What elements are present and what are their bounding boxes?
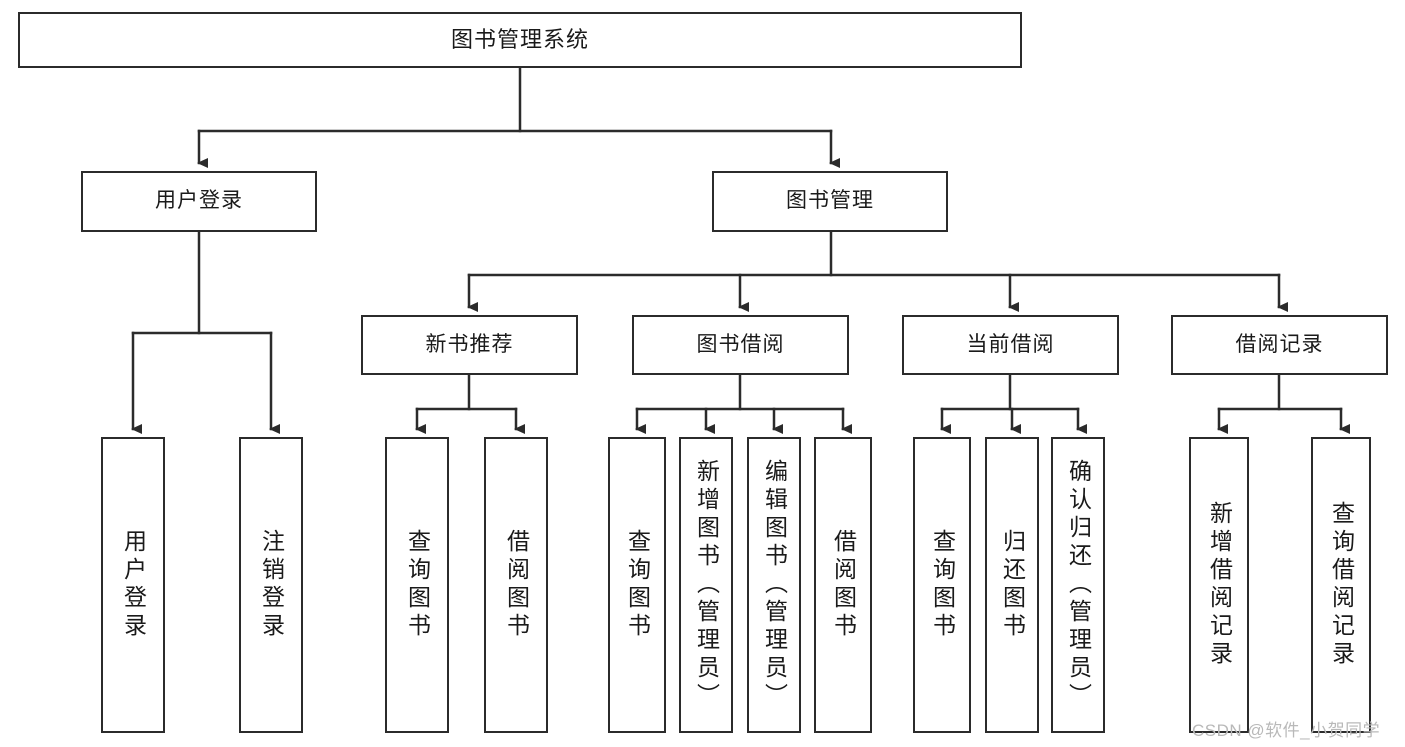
node-leaf-query-books-newbook[interactable]: 查询图书 <box>385 437 449 733</box>
node-leaf-borrow-books[interactable]: 借阅图书 <box>814 437 872 733</box>
node-leaf-user-login[interactable]: 用户登录 <box>101 437 165 733</box>
node-user-login[interactable]: 用户登录 <box>81 171 317 232</box>
node-leaf-borrow-books-newbook[interactable]: 借阅图书 <box>484 437 548 733</box>
node-label: 当前借阅 <box>966 332 1055 356</box>
node-leaf-query-books-borrow[interactable]: 查询图书 <box>608 437 666 733</box>
node-label: 查询借阅记录 <box>1328 501 1355 669</box>
csdn-watermark: CSDN @软件_小贺同学 <box>1192 721 1381 740</box>
node-leaf-return-books[interactable]: 归还图书 <box>985 437 1039 733</box>
node-root-book-management-system[interactable]: 图书管理系统 <box>18 12 1022 68</box>
node-leaf-query-borrow-record[interactable]: 查询借阅记录 <box>1311 437 1371 733</box>
node-book-borrowing[interactable]: 图书借阅 <box>632 315 849 375</box>
node-label: 新书推荐 <box>425 332 514 356</box>
node-label: 查询图书 <box>929 529 956 641</box>
node-label: 确认归还（管理员） <box>1065 459 1092 711</box>
node-leaf-query-books-current[interactable]: 查询图书 <box>913 437 971 733</box>
node-label: 编辑图书（管理员） <box>761 459 788 711</box>
node-label: 借阅图书 <box>830 529 857 641</box>
node-label: 查询图书 <box>404 529 431 641</box>
node-label: 图书管理 <box>786 189 874 213</box>
node-label: 新增图书（管理员） <box>693 459 720 711</box>
node-new-book-recommendation[interactable]: 新书推荐 <box>361 315 578 375</box>
node-label: 图书借阅 <box>696 332 785 356</box>
node-label: 用户登录 <box>155 189 243 213</box>
node-leaf-add-borrow-record[interactable]: 新增借阅记录 <box>1189 437 1249 733</box>
node-leaf-logout[interactable]: 注销登录 <box>239 437 303 733</box>
node-label: 用户登录 <box>120 529 147 641</box>
node-label: 查询图书 <box>624 529 651 641</box>
node-label: 新增借阅记录 <box>1206 501 1233 669</box>
node-leaf-confirm-return-admin[interactable]: 确认归还（管理员） <box>1051 437 1105 733</box>
node-label: 图书管理系统 <box>450 27 589 53</box>
node-borrowing-record[interactable]: 借阅记录 <box>1171 315 1388 375</box>
node-label: 归还图书 <box>999 529 1026 641</box>
node-leaf-add-book-admin[interactable]: 新增图书（管理员） <box>679 437 733 733</box>
node-label: 注销登录 <box>258 529 285 641</box>
node-label: 借阅记录 <box>1235 332 1324 356</box>
node-label: 借阅图书 <box>503 529 530 641</box>
node-leaf-edit-book-admin[interactable]: 编辑图书（管理员） <box>747 437 801 733</box>
node-book-management[interactable]: 图书管理 <box>712 171 948 232</box>
node-current-borrowing[interactable]: 当前借阅 <box>902 315 1119 375</box>
